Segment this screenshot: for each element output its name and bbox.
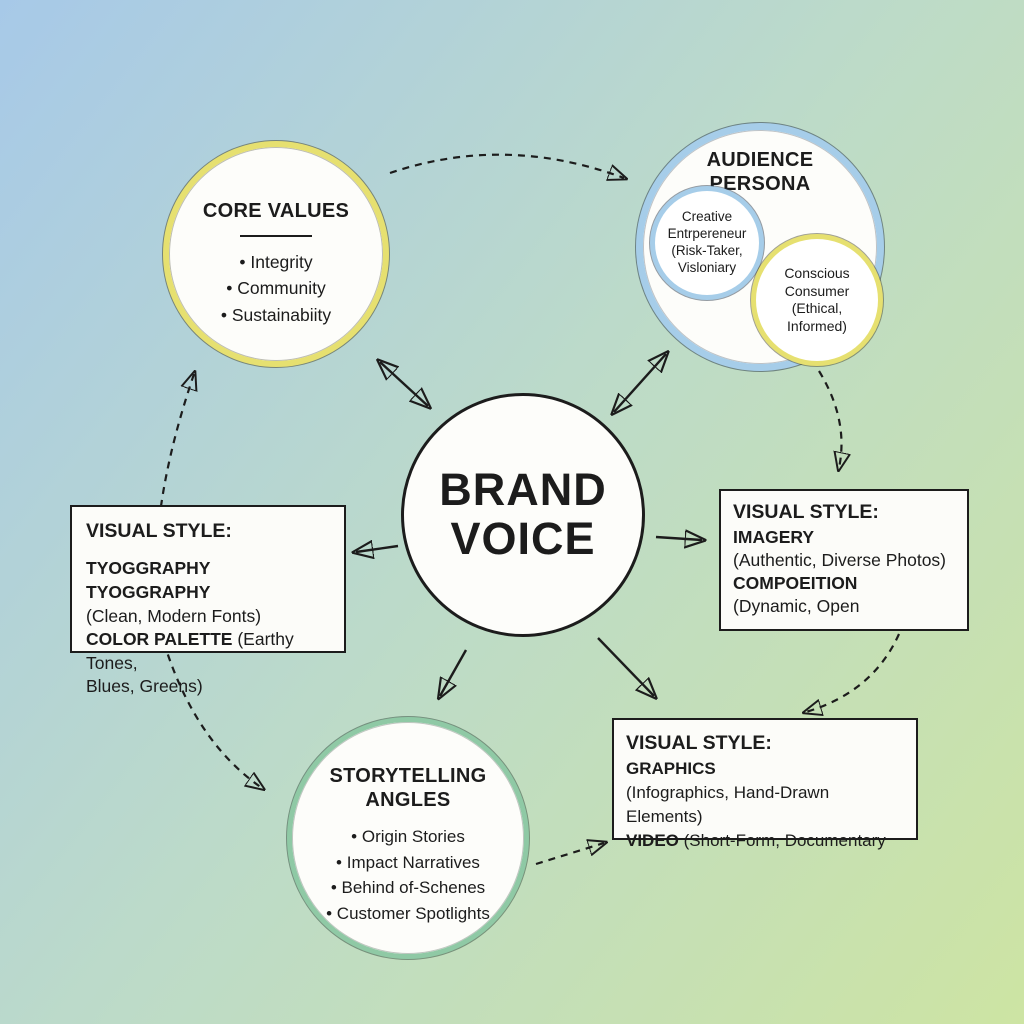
dashed-arrow-storytelling-to-bottom-box — [535, 843, 604, 866]
visual-style-imagery-node: VISUAL STYLE: IMAGERY (Authentic, Divers… — [719, 489, 969, 631]
imagery-value: (Authentic, Diverse Photos) — [733, 549, 947, 570]
core-values-node: CORE VALUES Integrity Community Sustaina… — [163, 141, 389, 367]
list-item: Community — [221, 275, 331, 301]
arrow-center-audience-persona — [614, 354, 666, 412]
dashed-arrow-persona-to-right-box — [818, 370, 842, 468]
color-palette-value2: Blues, Greens) — [86, 676, 203, 697]
video-line: VIDEO (Short-Form, Documentary — [626, 830, 886, 850]
arrow-center-left-box — [356, 546, 399, 552]
dashed-arrow-core-to-persona — [389, 153, 624, 178]
list-item: Origin Stories — [326, 824, 490, 850]
color-palette-line: COLOR PALETTE (Earthy Tones, — [86, 629, 294, 673]
box-heading: VISUAL STYLE: — [626, 732, 772, 754]
arrow-center-core-values — [380, 362, 428, 406]
storytelling-angles-node: STORYTELLING ANGLES Origin Stories Impac… — [287, 717, 529, 959]
audience-persona-node: AUDIENCE PERSONA Creative Entrpereneur (… — [636, 123, 884, 371]
brand-voice-title: BRAND VOICE — [439, 464, 607, 564]
core-values-list: Integrity Community Sustainabiity — [221, 249, 331, 328]
list-item: Sustainabiity — [221, 302, 331, 328]
composition-line: COMPOEITION — [733, 572, 858, 593]
core-values-divider — [240, 235, 312, 237]
graphics-line: GRAPHICS — [626, 759, 716, 779]
storytelling-list: Origin Stories Impact Narratives Behind … — [326, 824, 490, 926]
visual-style-graphics-node: VISUAL STYLE: GRAPHICS (Infographics, Ha… — [612, 718, 918, 850]
list-item: Impact Narratives — [326, 850, 490, 876]
box-heading: VISUAL STYLE: — [733, 501, 879, 523]
imagery-line: IMAGERY — [733, 526, 815, 547]
arrow-center-bottom-box — [597, 637, 654, 696]
creative-entrepreneur-label: Creative Entrpereneur (Risk-Taker, Vislo… — [667, 209, 747, 275]
audience-persona-title: AUDIENCE PERSONA — [706, 149, 814, 195]
graphics-value: (Infographics, Hand-Drawn Elements) — [626, 783, 830, 826]
dashed-arrow-right-box-to-bottom-box — [806, 633, 901, 712]
box-heading: VISUAL STYLE: — [86, 520, 232, 542]
arrow-center-storytelling — [440, 649, 468, 696]
conscious-consumer-node: Conscious Consumer (Ethical, Informed) — [751, 234, 883, 366]
brand-voice-node: BRAND VOICE — [401, 393, 645, 637]
list-item: Customer Spotlights — [326, 901, 490, 927]
list-item: Behind of-Schenes — [326, 875, 490, 901]
core-values-title: CORE VALUES — [202, 200, 350, 222]
visual-style-typography-node: VISUAL STYLE: TYOGGRAPHY TYOGGRAPHY (Cle… — [70, 505, 346, 696]
creative-entrepreneur-node: Creative Entrpereneur (Risk-Taker, Vislo… — [650, 186, 764, 300]
list-item: Integrity — [221, 249, 331, 275]
arrow-center-right-box — [655, 537, 702, 540]
composition-value: (Dynamic, Open — [733, 596, 860, 617]
typography-value: (Clean, Modern Fonts) — [86, 605, 262, 626]
typography-line: TYOGGRAPHY TYOGGRAPHY — [86, 558, 211, 602]
conscious-consumer-label: Conscious Consumer (Ethical, Informed) — [784, 265, 850, 334]
storytelling-title: STORYTELLING ANGLES — [329, 765, 487, 811]
